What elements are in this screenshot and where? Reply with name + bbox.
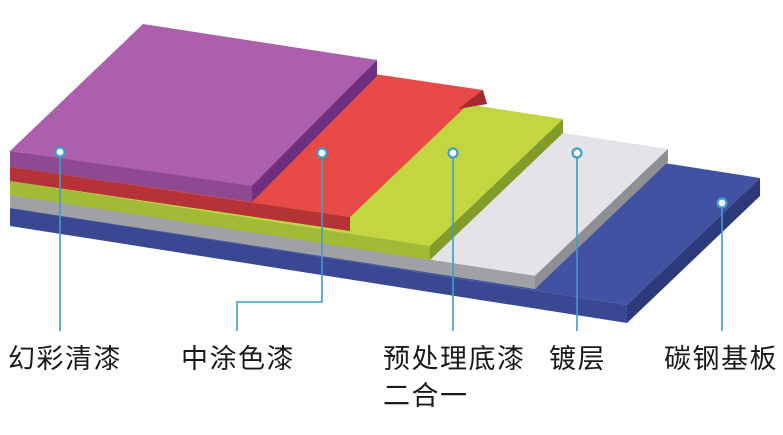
primer-end-face: [430, 119, 563, 260]
label-pretreatment-primer-line1: 预处理底漆: [383, 344, 526, 374]
label-plating: 镀层: [549, 344, 606, 374]
plating-end-face: [535, 149, 668, 289]
label-pretreatment-primer-line2: 二合一: [383, 381, 469, 411]
callout-dot-midcoat: [316, 147, 328, 159]
plating-front-face: [10, 195, 535, 289]
callout-lines: [59, 157, 723, 331]
callout-dot-clearcoat: [54, 146, 66, 158]
clearcoat-end-face: [252, 60, 377, 202]
clearcoat-front-face: [10, 151, 252, 202]
substrate-front-face: [10, 208, 627, 323]
callout-dot-primer: [447, 147, 459, 159]
primer-front-face: [10, 181, 430, 260]
callout-dot-plating: [571, 147, 583, 159]
label-clear-coat: 幻彩清漆: [8, 344, 122, 374]
midcoat-front-face: [10, 167, 350, 231]
callout-dots: [54, 146, 728, 209]
clearcoat-top-face: [10, 24, 377, 186]
callout-line-midcoat: [236, 158, 323, 331]
label-carbon-steel-substrate: 碳钢基板: [664, 344, 778, 374]
substrate-end-face: [627, 178, 760, 323]
label-mid-coat: 中涂色漆: [181, 344, 295, 374]
midcoat-end-face: [458, 90, 487, 109]
layer-clear-coat: [10, 24, 377, 202]
label-pretreatment-primer: 预处理底漆 二合一: [383, 341, 526, 415]
callout-dot-substrate: [716, 197, 728, 209]
